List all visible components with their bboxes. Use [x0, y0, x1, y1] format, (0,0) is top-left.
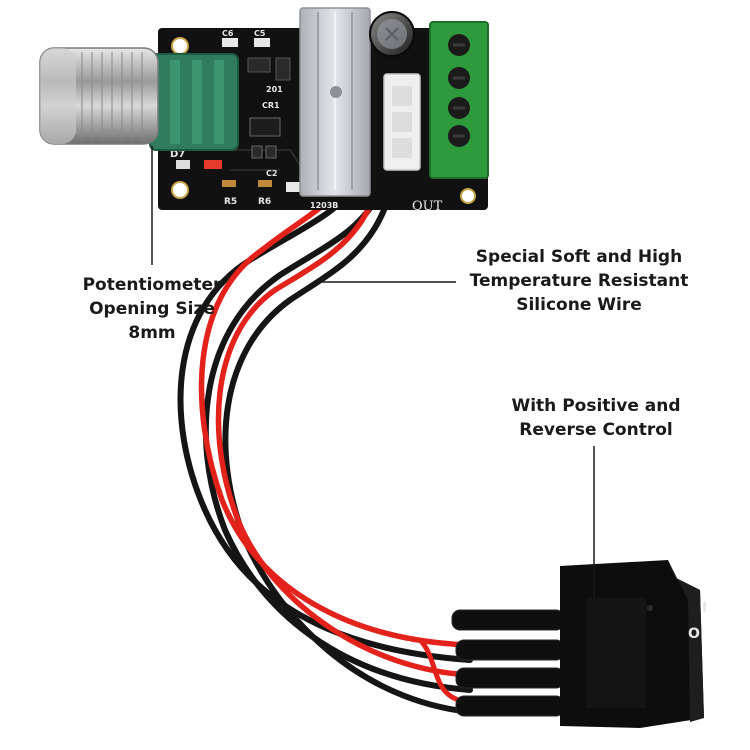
- silkscreen-201: 201: [266, 85, 283, 94]
- silkscreen-cr1: CR1: [262, 101, 280, 110]
- switch-off-mark: O: [688, 626, 700, 642]
- switch-callout: With Positive and Reverse Control: [486, 394, 706, 442]
- silkscreen-c6: C6: [222, 29, 234, 38]
- silkscreen-c5: C5: [254, 29, 266, 38]
- wire-connector: [383, 73, 421, 171]
- wire-sleeve: [455, 639, 565, 661]
- switch-callout-line-1: With Positive and: [511, 396, 681, 416]
- potentiometer-knob: [39, 47, 159, 145]
- silkscreen-out: OUT: [412, 199, 443, 214]
- wire-sleeve: [455, 695, 565, 717]
- wire-callout-line-2: Temperature Resistant: [469, 271, 689, 291]
- wire-callout: Special Soft and High Temperature Resist…: [448, 245, 710, 317]
- wire-sleeve: [455, 667, 565, 689]
- switch-on-mark: I: [702, 600, 707, 616]
- heatsink: [299, 7, 371, 197]
- mounting-hole: [460, 188, 476, 204]
- mounting-hole: [171, 37, 189, 55]
- potentiometer: [149, 53, 239, 151]
- screw-terminal: [429, 21, 489, 179]
- callout-leaders: [151, 146, 595, 598]
- wire-callout-line-3: Silicone Wire: [516, 295, 642, 315]
- silkscreen-part-code: 1203B: [310, 201, 338, 210]
- capacitor: [369, 11, 415, 57]
- silkscreen-r6: R6: [258, 197, 271, 207]
- silkscreen-c2: C2: [266, 169, 277, 178]
- wire-sleeve: [451, 609, 565, 631]
- wire-callout-line-1: Special Soft and High: [475, 247, 683, 267]
- silkscreen-r5: R5: [224, 197, 237, 207]
- silkscreen-d7: D7: [170, 149, 185, 160]
- rocker-switch: I O: [451, 560, 707, 728]
- potentiometer-callout-line-2: Opening Size: [89, 299, 215, 319]
- potentiometer-callout-line-1: Potentiometer: [82, 275, 222, 295]
- potentiometer-callout: Potentiometer Opening Size 8mm: [62, 273, 242, 345]
- potentiometer-callout-line-3: 8mm: [128, 323, 176, 343]
- switch-callout-line-2: Reverse Control: [519, 420, 673, 440]
- mounting-hole: [171, 181, 189, 199]
